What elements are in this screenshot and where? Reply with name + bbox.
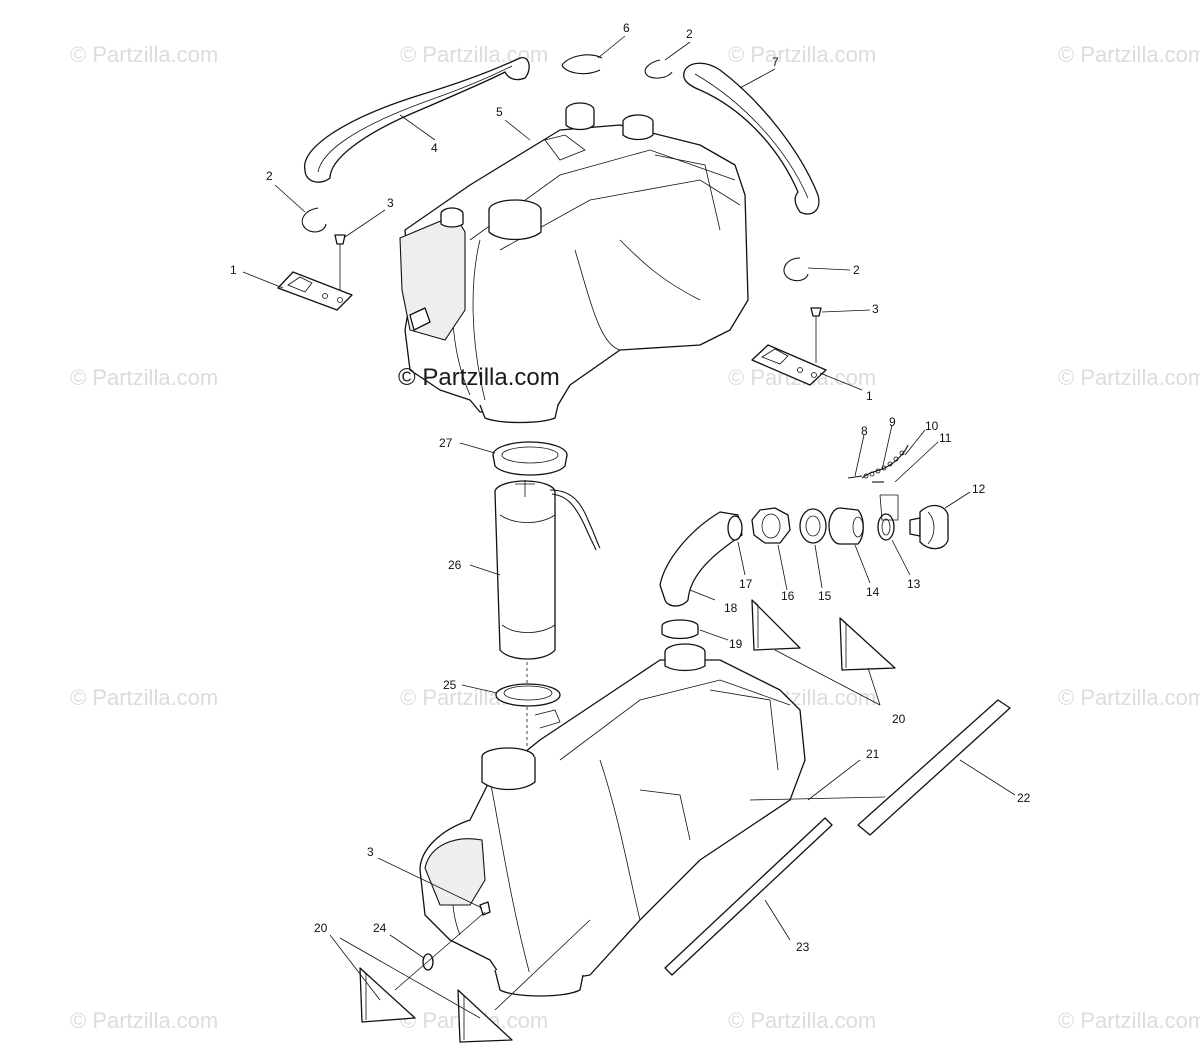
watermark: © Partzilla.com bbox=[728, 42, 876, 67]
pump-gasket bbox=[495, 683, 561, 707]
hose-ring bbox=[661, 619, 699, 640]
callout-22: 22 bbox=[1017, 791, 1031, 805]
watermark: © Partzilla.com bbox=[728, 1008, 876, 1033]
mounting-plate-left bbox=[277, 271, 353, 311]
pad-triangle bbox=[839, 617, 896, 671]
callout-2: 2 bbox=[266, 169, 273, 183]
callout-27: 27 bbox=[439, 436, 453, 450]
callout-25: 25 bbox=[443, 678, 457, 692]
callout-8: 8 bbox=[861, 424, 868, 438]
callout-3: 3 bbox=[872, 302, 879, 316]
callout-14: 14 bbox=[866, 585, 880, 599]
lower-tank-assembly bbox=[359, 599, 1011, 1043]
center-watermark: © Partzilla.com bbox=[398, 364, 560, 391]
clip-2-left bbox=[301, 207, 327, 233]
filler-nut bbox=[751, 507, 791, 544]
callout-1: 1 bbox=[866, 389, 873, 403]
callout-9: 9 bbox=[889, 415, 896, 429]
callout-4: 4 bbox=[431, 141, 438, 155]
callout-1: 1 bbox=[230, 263, 237, 277]
callout-numbers: 6 2 7 5 4 2 3 1 2 3 1 27 26 25 8 9 10 11… bbox=[230, 21, 1031, 954]
foam-strip-22 bbox=[857, 699, 1011, 836]
watermark: © Partzilla.com bbox=[1058, 42, 1200, 67]
mounting-plate-right bbox=[751, 344, 827, 386]
fuel-pump-assembly bbox=[492, 441, 949, 748]
clip-2-right bbox=[783, 257, 809, 282]
pad-triangle bbox=[751, 599, 801, 651]
callout-15: 15 bbox=[818, 589, 832, 603]
o-ring bbox=[877, 513, 895, 541]
callout-6: 6 bbox=[623, 21, 630, 35]
callout-3: 3 bbox=[367, 845, 374, 859]
callout-11: 11 bbox=[939, 431, 952, 445]
callout-23: 23 bbox=[796, 940, 810, 954]
lock-ring bbox=[492, 441, 568, 476]
clip-2-top bbox=[644, 59, 673, 79]
rivet-bottom bbox=[479, 901, 491, 916]
callout-5: 5 bbox=[496, 105, 503, 119]
callout-7: 7 bbox=[772, 55, 779, 69]
foam-strip-23 bbox=[664, 817, 833, 976]
cap-tether bbox=[847, 444, 909, 521]
callout-10: 10 bbox=[925, 419, 939, 433]
washer bbox=[422, 953, 434, 971]
callout-2: 2 bbox=[686, 27, 693, 41]
rivet-left bbox=[334, 234, 346, 290]
callout-16: 16 bbox=[781, 589, 795, 603]
callout-20: 20 bbox=[314, 921, 328, 935]
hose-clamp bbox=[727, 515, 743, 541]
callout-3: 3 bbox=[387, 196, 394, 210]
pad-triangle bbox=[359, 967, 416, 1023]
callout-18: 18 bbox=[724, 601, 738, 615]
watermark: © Partzilla.com bbox=[70, 685, 218, 710]
callout-12: 12 bbox=[972, 482, 986, 496]
callout-17: 17 bbox=[739, 577, 753, 591]
watermark: © Partzilla.com bbox=[1058, 1008, 1200, 1033]
callout-20: 20 bbox=[892, 712, 906, 726]
rivet-right bbox=[810, 307, 822, 363]
upper-tank-assembly: © Partzilla.com bbox=[277, 54, 827, 424]
callout-2: 2 bbox=[853, 263, 860, 277]
leader-lines bbox=[242, 35, 1016, 1019]
callout-19: 19 bbox=[729, 637, 743, 651]
filler-neck bbox=[828, 507, 864, 545]
filler-gasket bbox=[799, 508, 827, 544]
fuel-cap bbox=[909, 504, 949, 550]
clip-6 bbox=[561, 54, 603, 75]
watermark: © Partzilla.com bbox=[1058, 685, 1200, 710]
callout-24: 24 bbox=[373, 921, 387, 935]
callout-26: 26 bbox=[448, 558, 462, 572]
pad-triangle bbox=[457, 989, 513, 1043]
watermark: © Partzilla.com bbox=[1058, 365, 1200, 390]
callout-21: 21 bbox=[866, 747, 880, 761]
filler-hose bbox=[659, 511, 743, 607]
watermark: © Partzilla.com bbox=[70, 42, 218, 67]
watermark: © Partzilla.com bbox=[70, 365, 218, 390]
strap-right bbox=[683, 62, 820, 215]
strap-left bbox=[303, 57, 530, 183]
callout-13: 13 bbox=[907, 577, 921, 591]
fuel-pump bbox=[494, 480, 601, 660]
watermark: © Partzilla.com bbox=[70, 1008, 218, 1033]
